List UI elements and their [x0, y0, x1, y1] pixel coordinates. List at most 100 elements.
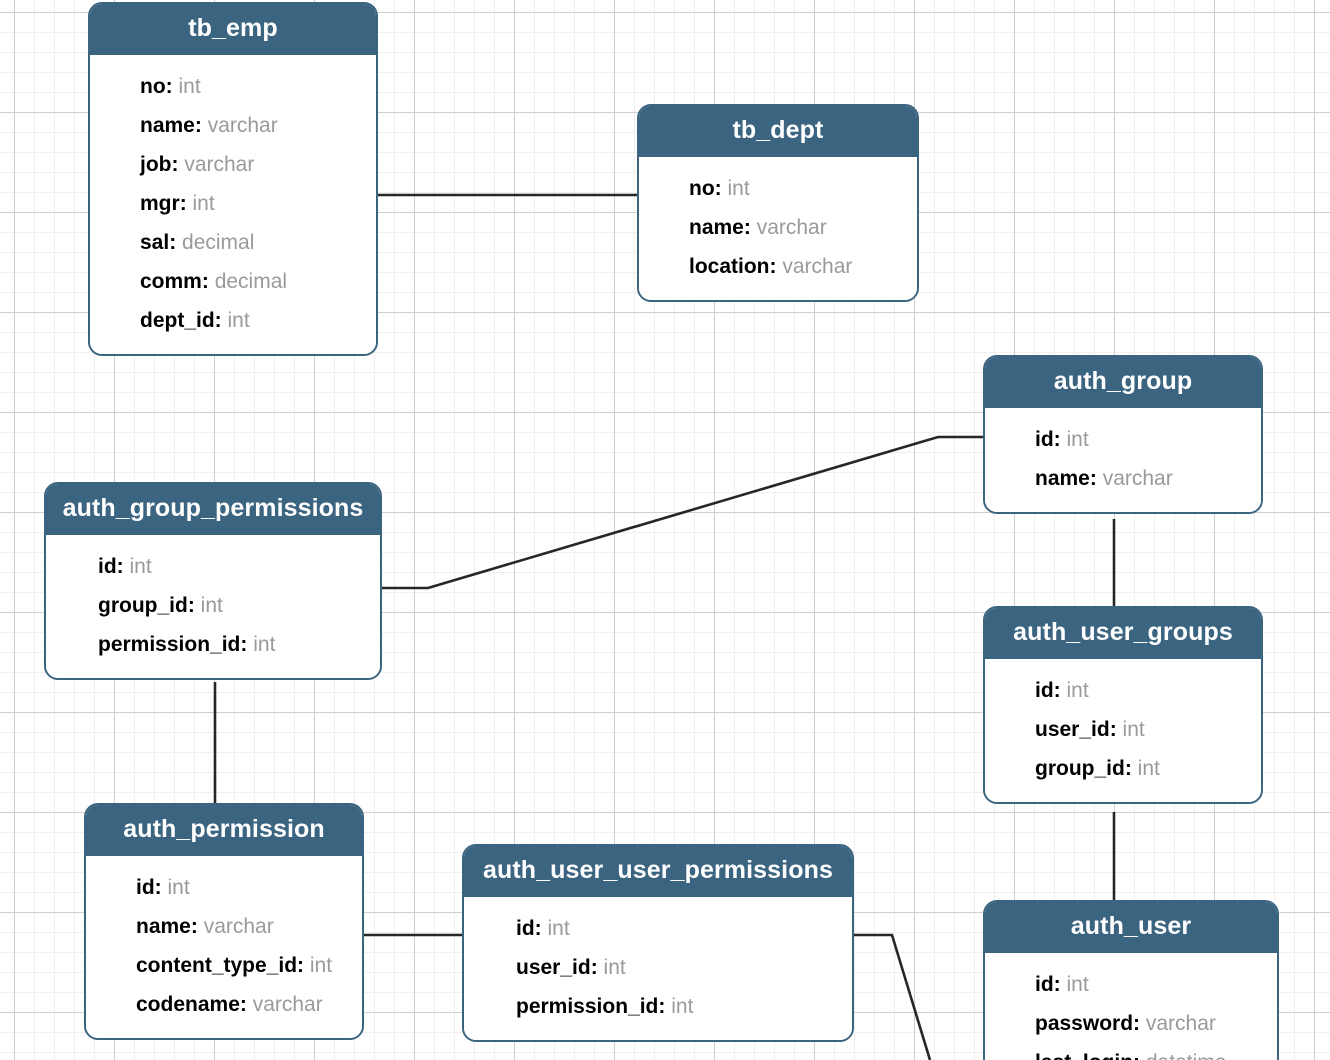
field-type: int	[727, 177, 750, 200]
field-type: int	[671, 995, 694, 1018]
field-name: id	[1035, 679, 1054, 702]
field-row[interactable]: name: varchar	[90, 106, 376, 145]
field-type: int	[167, 876, 190, 899]
field-name: comm	[140, 270, 202, 293]
field-type: int	[603, 956, 626, 979]
field-separator: :	[534, 917, 548, 940]
field-type: decimal	[214, 270, 288, 293]
field-name: user_id	[516, 956, 591, 979]
entity-title-tb_dept: tb_dept	[639, 106, 917, 157]
field-name: group_id	[98, 594, 188, 617]
field-name: no	[140, 75, 166, 98]
entity-title-tb_emp: tb_emp	[90, 4, 376, 55]
field-type: int	[192, 192, 215, 215]
field-row[interactable]: comm: decimal	[90, 262, 376, 301]
field-row[interactable]: name: varchar	[86, 907, 362, 946]
field-type: int	[253, 633, 276, 656]
field-type: datetime	[1146, 1051, 1227, 1060]
field-name: name	[136, 915, 191, 938]
field-separator: :	[743, 216, 757, 239]
field-name: user_id	[1035, 718, 1110, 741]
field-type: decimal	[182, 231, 255, 254]
field-name: no	[689, 177, 715, 200]
field-row[interactable]: name: varchar	[985, 459, 1261, 498]
field-separator: :	[1089, 467, 1103, 490]
field-type: int	[129, 555, 152, 578]
field-name: codename	[136, 993, 240, 1016]
field-row[interactable]: id: int	[985, 671, 1261, 710]
field-name: last_login	[1035, 1051, 1133, 1060]
entity-title-auth_user: auth_user	[985, 902, 1277, 953]
field-row[interactable]: id: int	[985, 420, 1261, 459]
field-type: int	[1066, 973, 1089, 996]
field-separator: :	[1109, 718, 1123, 741]
field-row[interactable]: dept_id: int	[90, 301, 376, 340]
field-row[interactable]: password: varchar	[985, 1004, 1277, 1043]
entity-title-auth_user_groups: auth_user_groups	[985, 608, 1261, 659]
field-row[interactable]: id: int	[46, 547, 380, 586]
field-type: varchar	[203, 915, 274, 938]
field-separator: :	[239, 993, 253, 1016]
field-row[interactable]: codename: varchar	[86, 985, 362, 1024]
field-name: id	[136, 876, 155, 899]
field-type: int	[547, 917, 570, 940]
field-separator: :	[1133, 1051, 1146, 1060]
field-type: int	[1066, 428, 1089, 451]
field-type: int	[1066, 679, 1089, 702]
field-separator: :	[214, 309, 228, 332]
field-row[interactable]: no: int	[639, 169, 917, 208]
field-type: varchar	[1102, 467, 1173, 490]
field-separator: :	[194, 114, 208, 137]
field-row[interactable]: permission_id: int	[464, 987, 852, 1026]
field-row[interactable]: job: varchar	[90, 145, 376, 184]
field-row[interactable]: content_type_id: int	[86, 946, 362, 985]
field-separator: :	[1053, 428, 1067, 451]
field-separator: :	[769, 255, 783, 278]
field-type: varchar	[756, 216, 827, 239]
field-row[interactable]: mgr: int	[90, 184, 376, 223]
field-name: name	[1035, 467, 1090, 490]
field-row[interactable]: name: varchar	[639, 208, 917, 247]
field-row[interactable]: user_id: int	[464, 948, 852, 987]
field-row[interactable]: id: int	[464, 909, 852, 948]
field-row[interactable]: id: int	[86, 868, 362, 907]
field-name: id	[1035, 973, 1054, 996]
field-name: password	[1035, 1012, 1134, 1035]
field-separator: :	[1053, 973, 1067, 996]
field-type: int	[1122, 718, 1145, 741]
field-row[interactable]: no: int	[90, 67, 376, 106]
field-name: name	[140, 114, 195, 137]
field-row[interactable]: permission_id: int	[46, 625, 380, 664]
field-row[interactable]: user_id: int	[985, 710, 1261, 749]
field-type: int	[1137, 757, 1160, 780]
field-type: varchar	[1145, 1012, 1216, 1035]
field-name: mgr	[140, 192, 180, 215]
field-separator: :	[187, 594, 201, 617]
field-separator: :	[714, 177, 728, 200]
field-name: permission_id	[516, 995, 659, 1018]
field-separator: :	[1133, 1012, 1146, 1035]
field-separator: :	[116, 555, 130, 578]
field-row[interactable]: sal: decimal	[90, 223, 376, 262]
field-row[interactable]: id: int	[985, 965, 1277, 1004]
field-row[interactable]: location: varchar	[639, 247, 917, 286]
field-row[interactable]: group_id: int	[985, 749, 1261, 788]
edge-auth_group_permissions-auth_group	[382, 435, 983, 590]
field-row[interactable]: group_id: int	[46, 586, 380, 625]
field-separator: :	[171, 153, 185, 176]
field-row[interactable]: last_login: datetime	[985, 1043, 1277, 1060]
field-separator: :	[1124, 757, 1138, 780]
edge-auth_user_user_permissions-auth_user	[854, 933, 932, 1060]
